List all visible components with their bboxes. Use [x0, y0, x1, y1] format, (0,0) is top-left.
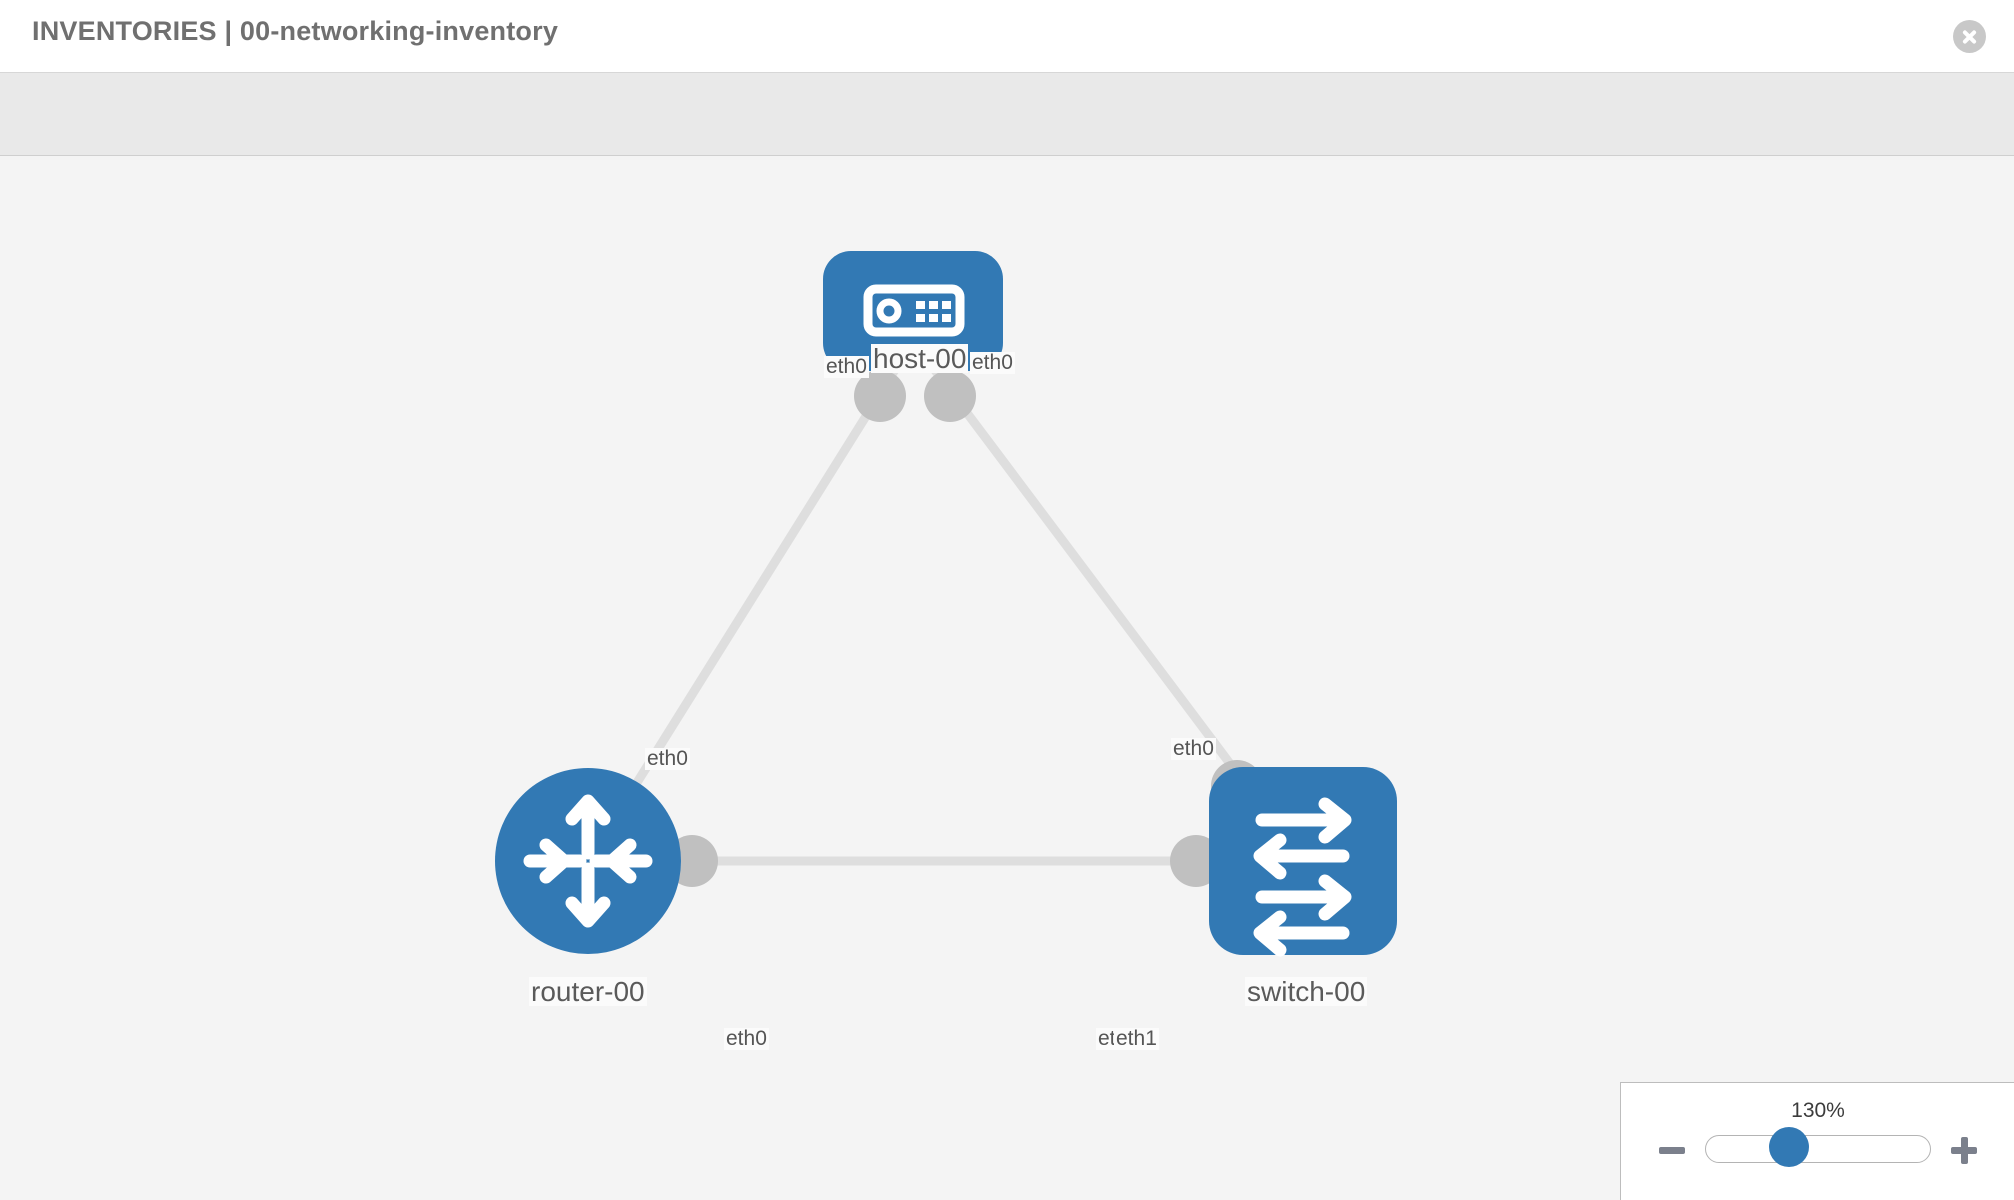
close-icon[interactable]: [1953, 20, 1986, 53]
zoom-slider-thumb[interactable]: [1769, 1127, 1809, 1167]
zoom-control-panel: 130%: [1620, 1082, 2014, 1200]
node-router-00[interactable]: [495, 768, 681, 954]
edge-label-switch-host-eth0: eth0: [1171, 737, 1216, 761]
minus-icon[interactable]: [1659, 1136, 1687, 1164]
switch-icon: [1253, 797, 1352, 957]
edge-label-host-eth0-right: eth0: [970, 351, 1015, 375]
interface-nub[interactable]: [924, 370, 976, 422]
edge-label-host-eth0-left: eth0: [824, 355, 869, 379]
edge-label-switch-router-eth1: eth1: [1114, 1027, 1159, 1051]
node-label-switch-00: switch-00: [1245, 976, 1368, 1007]
node-label-router-00: router-00: [529, 976, 647, 1007]
server-icon: [863, 284, 965, 337]
topology-canvas[interactable]: host-00 router-00 switch-00 eth0 eth0 et…: [0, 156, 2014, 1200]
zoom-percent-label: 130%: [1791, 1099, 1845, 1122]
node-host-00[interactable]: [823, 251, 1003, 371]
interface-nub[interactable]: [854, 370, 906, 422]
topology-graph: [495, 251, 1397, 957]
edge-label-router-switch-eth0: eth0: [724, 1027, 769, 1051]
link-router-host[interactable]: [584, 338, 917, 864]
plus-icon[interactable]: [1951, 1136, 1979, 1164]
zoom-slider-track[interactable]: [1705, 1135, 1931, 1163]
toolbar: ACTIONS SEARCH: [0, 73, 2014, 208]
node-label-host-00: host-00: [871, 343, 969, 374]
node-switch-00[interactable]: [1209, 767, 1397, 957]
router-icon: [523, 794, 653, 928]
page-title: INVENTORIES | 00-networking-inventory: [32, 16, 559, 46]
edge-label-router-host-eth0: eth0: [645, 747, 690, 771]
page-header: INVENTORIES | 00-networking-inventory: [0, 0, 2014, 73]
